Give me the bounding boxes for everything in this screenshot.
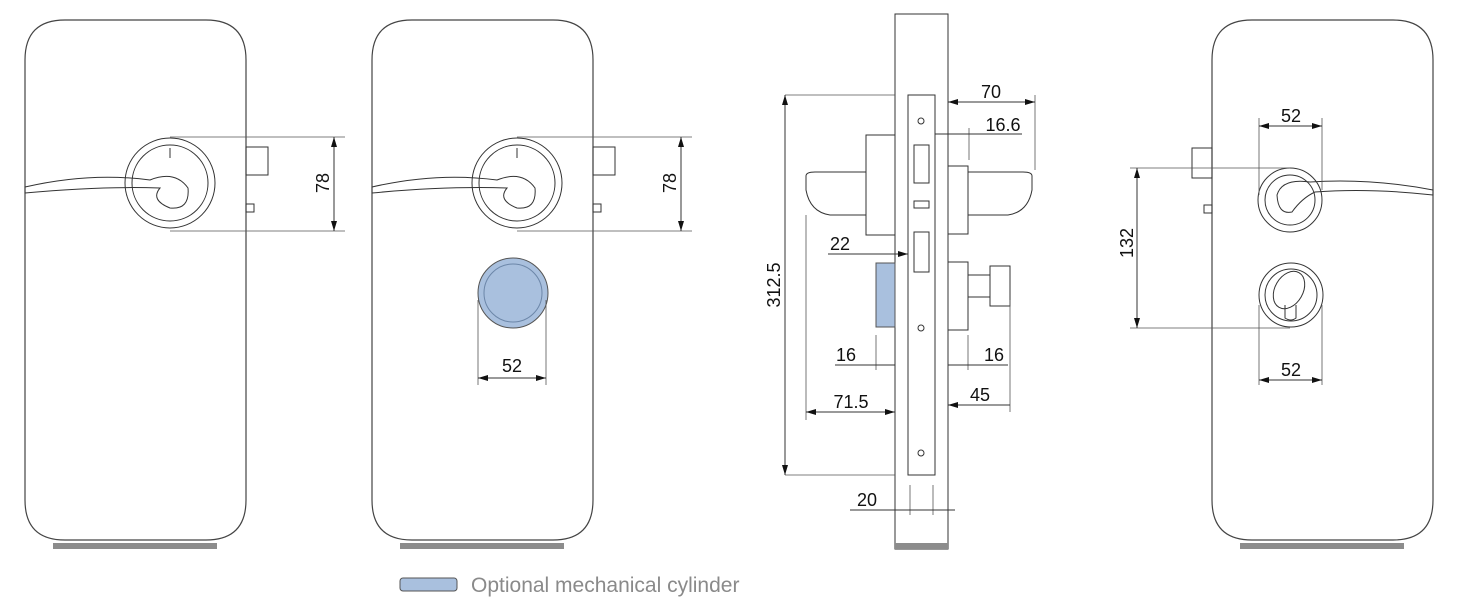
dim-left-depth: 71.5 xyxy=(833,392,868,412)
dim-right-rosette: 16 xyxy=(984,345,1004,365)
dim-rosette-top: 52 xyxy=(1281,106,1301,126)
floor-bar xyxy=(1240,543,1404,549)
dim-door-thickness: 20 xyxy=(857,490,877,510)
dim-handle-height: 78 xyxy=(660,173,680,193)
dim-left-rosette: 16 xyxy=(836,345,856,365)
latch xyxy=(1191,147,1213,179)
lever-handle xyxy=(24,137,216,229)
faceplate xyxy=(907,94,936,476)
door-front-view-cylinder: 78 52 xyxy=(371,19,692,549)
latch xyxy=(245,146,269,176)
dim-handle-height: 78 xyxy=(313,173,333,193)
floor-bar xyxy=(53,543,217,549)
dim-right-depth: 45 xyxy=(970,385,990,405)
floor-bar xyxy=(400,543,564,549)
legend-swatch xyxy=(399,577,458,592)
door-front-view: 78 xyxy=(24,19,345,549)
dim-backset: 70 xyxy=(981,82,1001,102)
mechanical-cylinder xyxy=(477,257,549,329)
legend-label: Optional mechanical cylinder xyxy=(471,574,739,597)
thumb-turn xyxy=(1258,262,1324,328)
dim-offset: 16.6 xyxy=(985,115,1020,135)
door-back-view: 52 132 52 xyxy=(1117,19,1434,549)
legend: Optional mechanical cylinder xyxy=(399,574,739,597)
dim-center-distance: 132 xyxy=(1117,228,1137,258)
dim-total-height: 312.5 xyxy=(764,262,784,307)
lock-section-view: 312.5 70 16.6 22 16 16 71.5 45 20 xyxy=(764,13,1036,550)
lever-handle xyxy=(371,137,563,229)
dim-cylinder-width: 52 xyxy=(502,356,522,376)
latch xyxy=(592,146,616,176)
dim-rosette-bottom: 52 xyxy=(1281,360,1301,380)
dim-cylinder-offset: 22 xyxy=(830,234,850,254)
